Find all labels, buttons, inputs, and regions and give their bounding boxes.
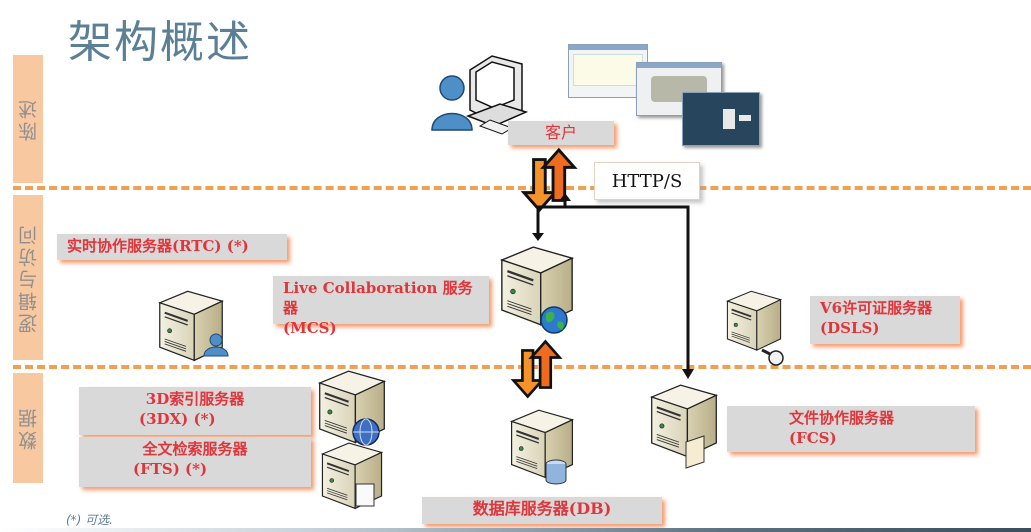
layer-tab-data: 数据 xyxy=(13,373,43,483)
user-workstation-icon xyxy=(431,55,529,135)
layer-label: 数据 xyxy=(17,406,40,450)
app-screenshot-1 xyxy=(568,44,648,98)
dsls-label-line2: (DSLS) xyxy=(820,319,880,337)
rtc-label: 实时协作服务器(RTC) (*) xyxy=(57,234,287,260)
server-folder-icon xyxy=(650,383,718,469)
dsls-label-line1: V6许可证服务器 xyxy=(820,299,933,317)
mcs-label: Live Collaboration 服务器 (MCS) xyxy=(273,276,489,337)
fts-label: 全文检索服务器 (FTS) (*) xyxy=(79,437,311,487)
server-document-icon xyxy=(321,442,383,510)
3dx-label-line2: (3DX) (*) xyxy=(139,410,216,428)
fts-label-line1: 全文检索服务器 xyxy=(142,440,248,458)
3dx-label-line1: 3D索引服务器 xyxy=(145,390,245,408)
mcs-label-line2: (MCS) xyxy=(283,319,337,337)
app-screenshot-3 xyxy=(682,92,760,146)
server-user-icon xyxy=(158,290,229,362)
fcs-label-line2: (FCS) xyxy=(789,429,837,447)
bottom-decoration-bar xyxy=(0,528,1031,532)
fcs-label: 文件协作服务器 (FCS) xyxy=(727,406,975,452)
dsls-label: V6许可证服务器 (DSLS) xyxy=(810,296,960,344)
server-globe-icon xyxy=(318,370,386,446)
fcs-label-line1: 文件协作服务器 xyxy=(789,409,895,427)
page-title: 架构概述 xyxy=(68,17,252,68)
protocol-label: HTTP/S xyxy=(594,162,700,200)
server-globe-icon xyxy=(500,245,574,334)
mcs-label-line1: Live Collaboration 服务器 xyxy=(283,279,473,317)
layer-divider xyxy=(13,186,1031,190)
layer-tab-presentation: 陈述 xyxy=(13,55,43,183)
server-database-icon xyxy=(510,409,574,485)
layer-label: 逻辑与访问 xyxy=(17,222,40,333)
footnote: (*) 可选. xyxy=(66,513,113,527)
layer-tab-logic-access: 逻辑与访问 xyxy=(13,195,43,360)
client-label: 客户 xyxy=(508,121,614,145)
connector-line xyxy=(532,193,694,379)
3dx-label: 3D索引服务器 (3DX) (*) xyxy=(79,387,311,435)
layer-label: 陈述 xyxy=(17,97,40,141)
bidirectional-arrow-icon xyxy=(512,340,562,398)
server-key-icon xyxy=(726,290,784,366)
fts-label-line2: (FTS) (*) xyxy=(133,460,208,478)
db-label: 数据库服务器(DB) xyxy=(422,497,662,524)
